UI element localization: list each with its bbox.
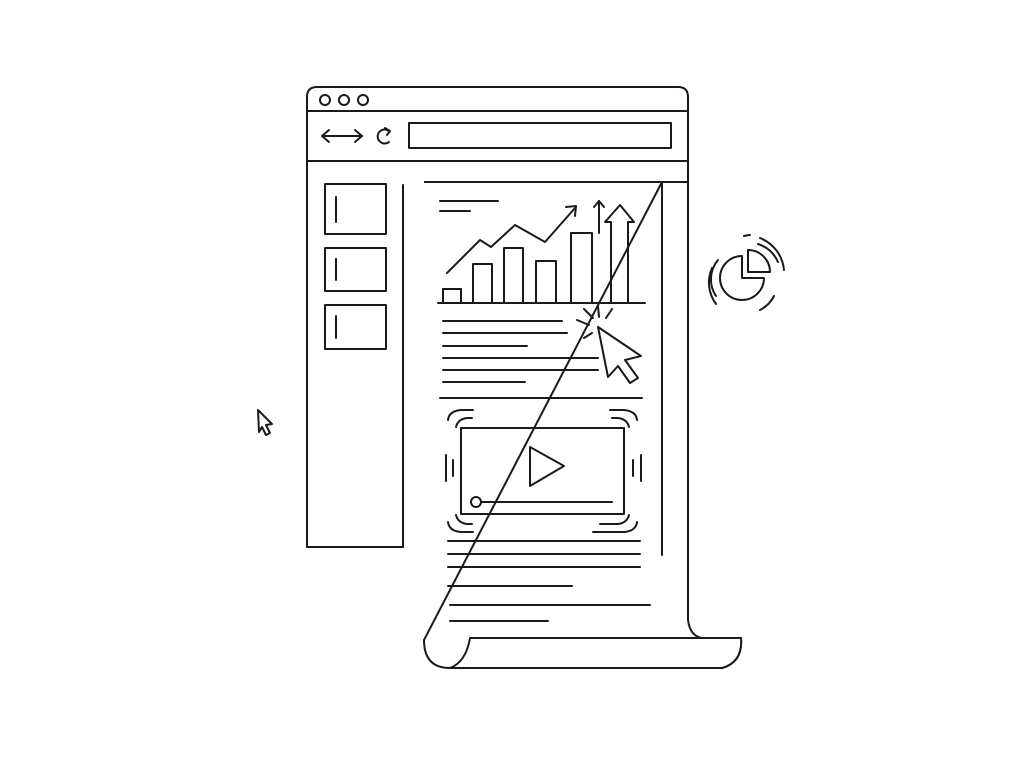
play-icon[interactable] <box>529 446 565 487</box>
big-up-arrow-icon <box>604 204 635 304</box>
sidebar-thumbnail[interactable] <box>324 304 387 350</box>
up-arrow-icon <box>593 200 605 234</box>
chart-bar <box>472 263 493 304</box>
scroll-document <box>423 181 743 669</box>
back-forward-arrows-icon[interactable] <box>321 129 363 143</box>
click-cursor-icon <box>576 305 642 384</box>
pie-chart-icon <box>707 234 785 311</box>
document-curl <box>449 637 743 669</box>
reload-icon[interactable] <box>376 127 391 145</box>
sidebar-thumbnail[interactable] <box>324 247 387 292</box>
window-minimize-button[interactable] <box>338 94 350 106</box>
chart-bar <box>535 260 557 304</box>
window-close-button[interactable] <box>319 94 331 106</box>
text-block <box>447 540 651 622</box>
sidebar <box>306 183 404 548</box>
address-bar[interactable] <box>408 122 672 149</box>
cursor-icon <box>257 409 273 436</box>
chart-bar <box>442 288 462 304</box>
window-maximize-button[interactable] <box>357 94 369 106</box>
sidebar-thumbnail[interactable] <box>324 183 387 235</box>
chart-bar <box>570 232 593 304</box>
trend-arrowhead <box>565 205 577 217</box>
trend-line <box>446 207 576 274</box>
text-block <box>442 320 599 383</box>
bar-chart <box>437 200 646 304</box>
video-frame <box>460 427 625 515</box>
video-frame-glow <box>445 409 642 533</box>
video-player[interactable] <box>445 409 642 533</box>
chart-bar <box>503 247 524 304</box>
